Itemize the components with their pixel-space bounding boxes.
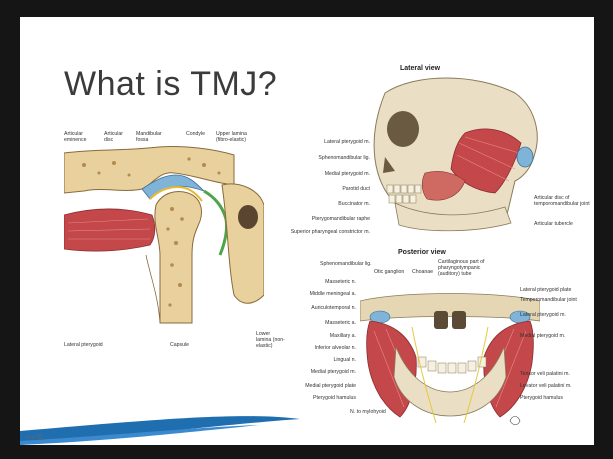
posterior-label-medial-pterygoid-plate: Medial pterygoid plate [282,383,356,389]
lateral-label-sphenomandibular-lig: Sphenomandibular lig. [290,155,370,161]
posterior-label-sphenomandibular-lig: Sphenomandibular lig. [320,261,372,267]
slide-nav-controls[interactable]: ◂ ▸ ▤ [26,433,44,441]
posterior-label-tensor-veli-palatini: Tensor veli palatini m. [520,371,570,377]
posterior-label-masseteric-a: Masseteric a. [282,320,356,326]
posterior-label-lateral-pterygoid-plate: Lateral pterygoid plate [520,287,571,293]
label-condyle: Condyle [186,131,205,137]
lateral-label-pterygomandibular-raphe: Pterygomandibular raphe [282,216,370,222]
posterior-label-medial-pterygoid-m: Medial pterygoid m. [282,369,356,375]
posterior-label-middle-meningeal-a: Middle meningeal a. [282,291,356,297]
label-upper-lamina: Upper lamina (fibro-elastic) [216,131,256,143]
posterior-label-auriculotemporal-n: Auriculotemporal n. [282,305,356,311]
label-articular-eminence: Articular eminence [64,131,92,143]
lateral-label-superior-pharyngeal-constrictor: Superior pharyngeal constrictor m. [270,229,370,235]
lateral-label-parotid-duct: Parotid duct [290,186,370,192]
slide-title: What is TMJ? [64,65,277,104]
label-capsule: Capsule [170,342,189,348]
posterior-label-lateral-pterygoid-m: Lateral pterygoid m. [520,312,566,318]
footer-accent-swoosh [20,401,594,445]
posterior-label-otic-ganglion: Otic ganglion [374,269,404,275]
lateral-label-articular-disc: Articular disc of temporomandibular join… [534,195,590,207]
lateral-label-medial-pterygoid: Medial pterygoid m. [290,171,370,177]
label-articular-disc: Articular disc [104,131,128,143]
lateral-view-heading: Lateral view [400,65,440,72]
posterior-view-heading: Posterior view [398,249,446,256]
label-mandibular-fossa: Mandibular fossa [136,131,166,143]
posterior-label-choanae: Choanae [412,269,433,275]
lateral-label-lateral-pterygoid: Lateral pterygoid m. [290,139,370,145]
lateral-view-figure [355,73,545,233]
label-lateral-pterygoid: Lateral pterygoid [64,342,103,348]
posterior-label-masseteric-n: Masseteric n. [282,279,356,285]
posterior-label-inferior-alveolar-n: Inferior alveolar n. [282,345,356,351]
slide: What is TMJ? [20,17,594,445]
posterior-label-maxillary-a: Maxillary a. [282,333,356,339]
lateral-label-buccinator: Buccinator m. [290,201,370,207]
posterior-label-temporomandibular-joint: Temporomandibular joint [520,297,577,303]
posterior-label-lingual-n: Lingual n. [282,357,356,363]
lateral-label-articular-tubercle: Articular tubercle [534,221,573,227]
posterior-label-cartilaginous-tube: Cartilaginous part of pharyngotympanic (… [438,259,500,277]
tmj-cross-section-figure [64,145,264,330]
posterior-label-medial-pterygoid-m-right: Medial pterygoid m. [520,333,565,339]
posterior-label-levator-veli-palatini: Levator veli palatini m. [520,383,572,389]
